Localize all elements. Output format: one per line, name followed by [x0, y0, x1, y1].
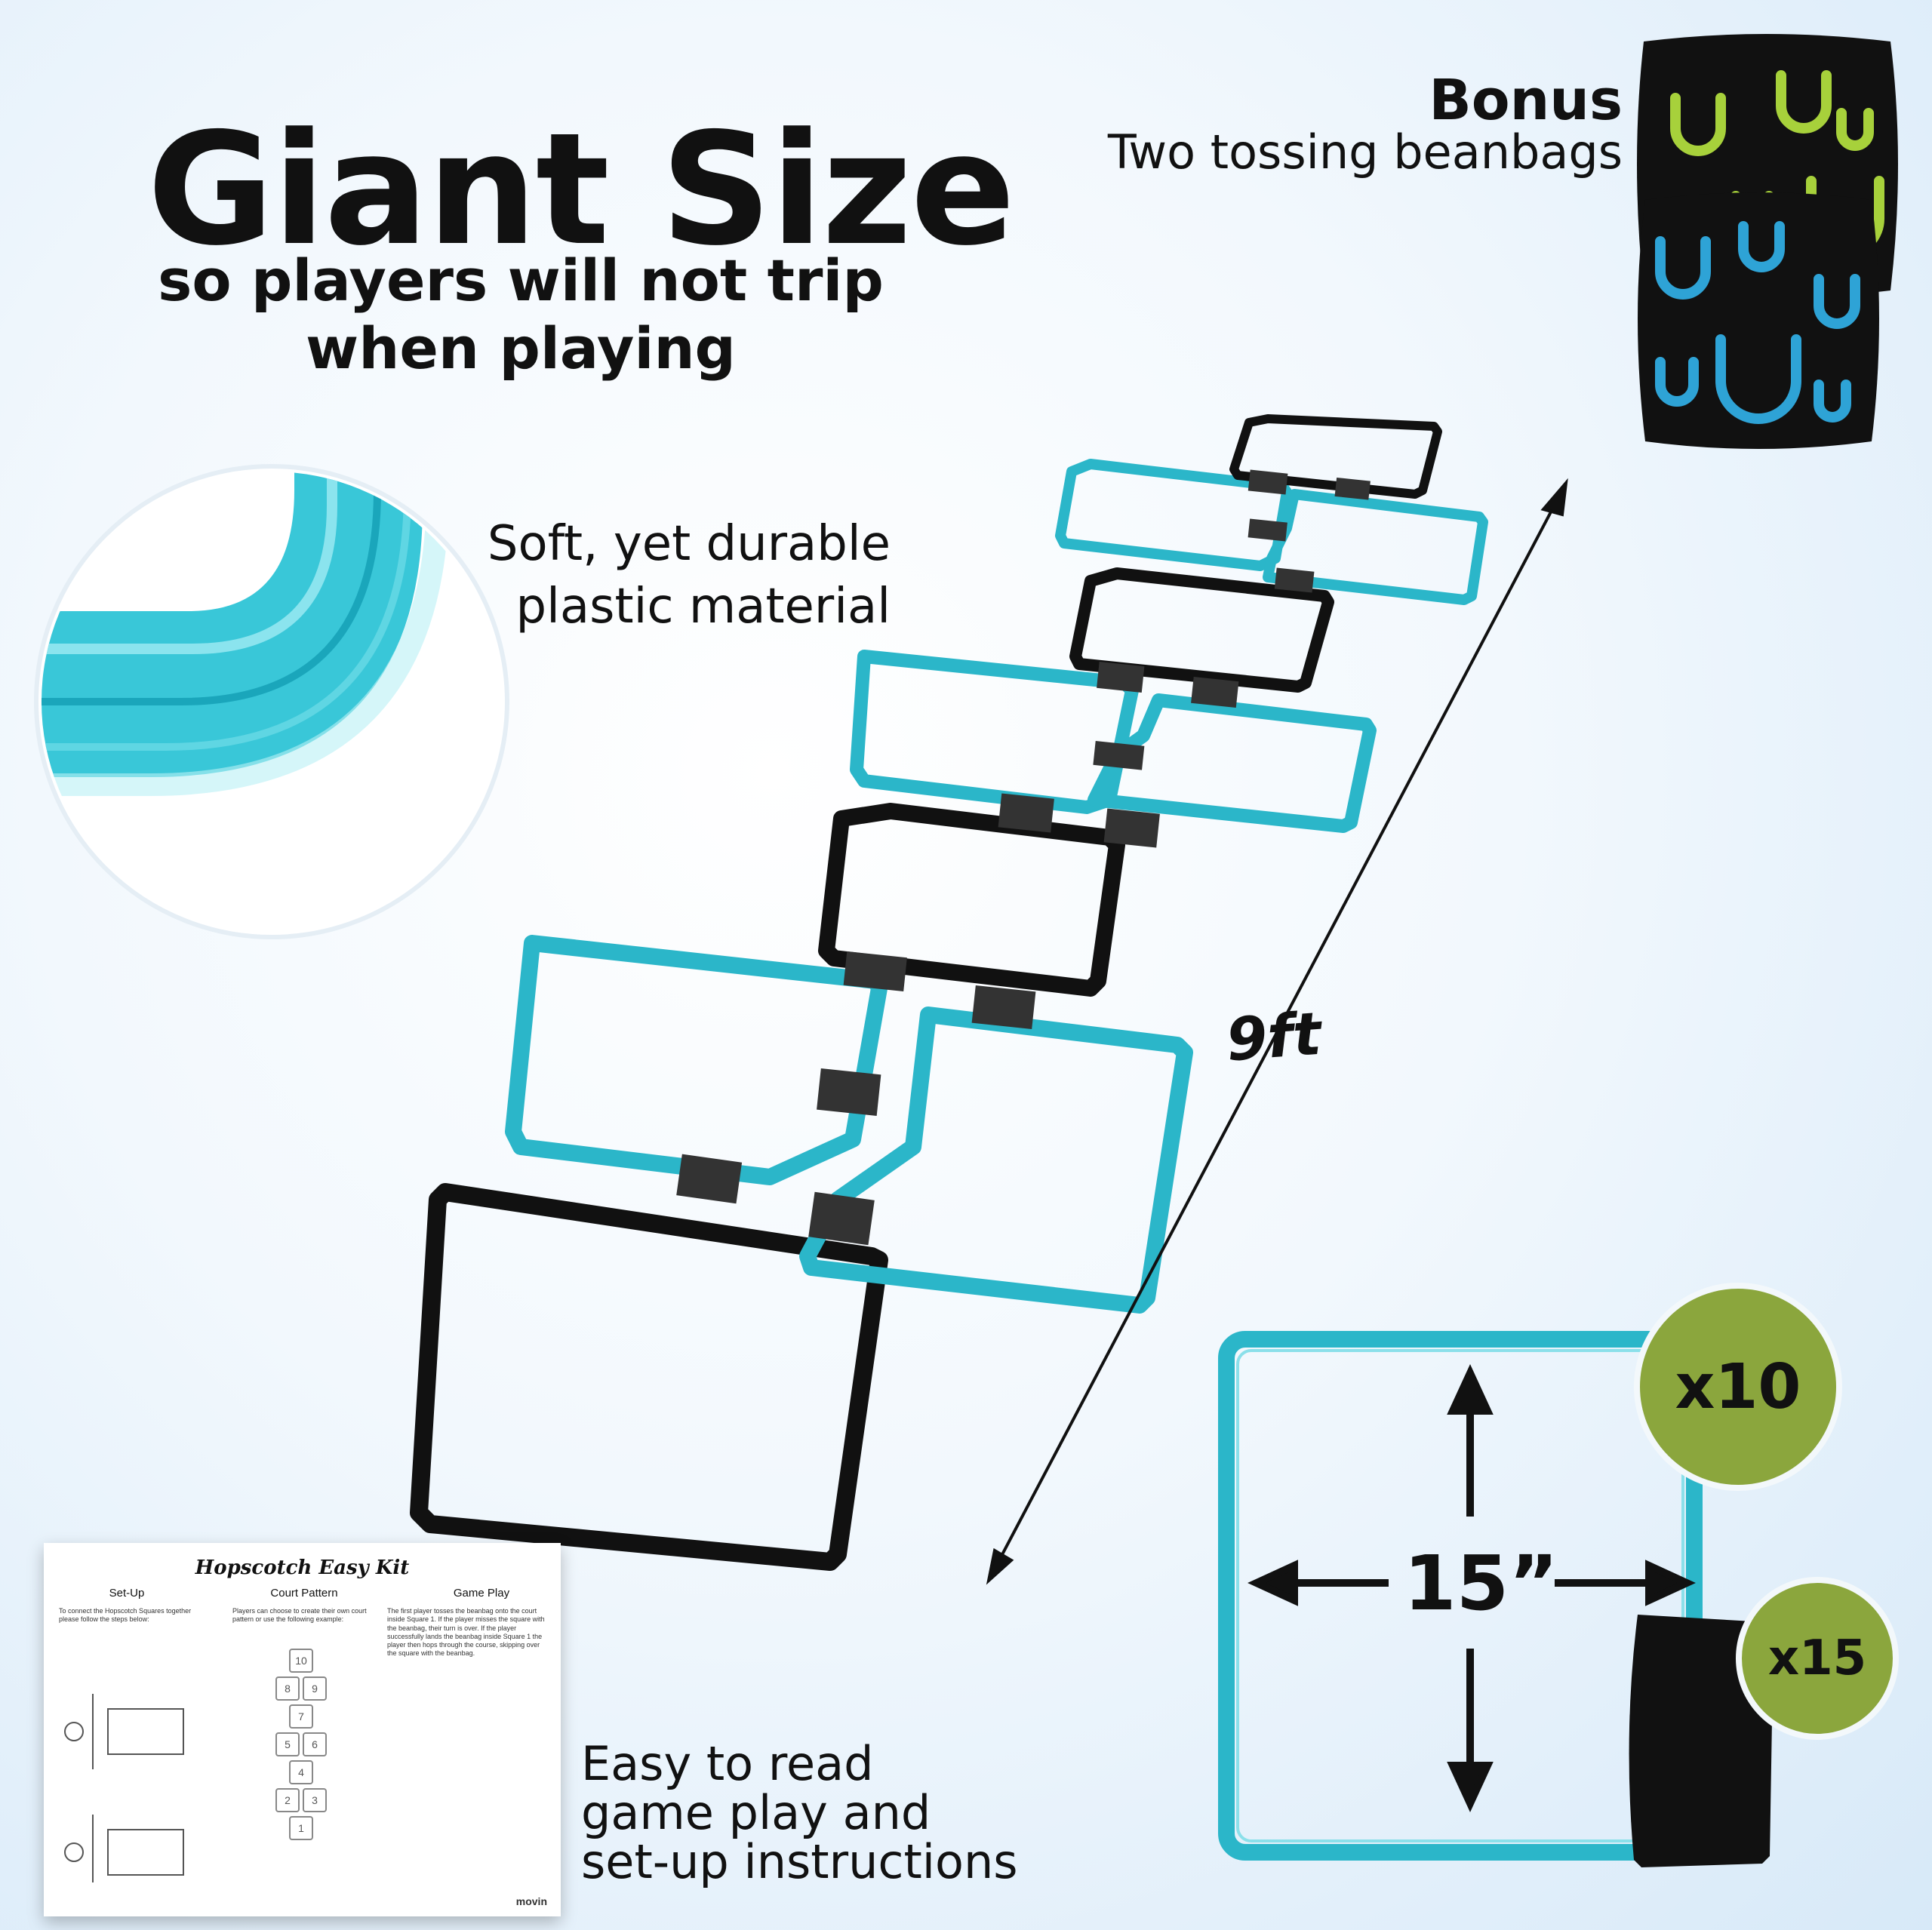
clips-count-badge: x15 — [1736, 1577, 1899, 1740]
connector-clip-icon — [971, 985, 1036, 1030]
bonus-description: Two tossing beanbags — [1107, 124, 1623, 180]
hopscotch-square-7 — [1069, 567, 1334, 693]
hopscotch-square-6 — [1088, 693, 1377, 833]
material-caption: Soft, yet durable plastic material — [483, 513, 891, 638]
length-arrow-icon — [986, 478, 1568, 1585]
sheet-title: Hopscotch Easy Kit — [195, 1557, 410, 1579]
sheet-setup-text: To connect the Hopscotch Squares togethe… — [59, 1607, 192, 1624]
sheet-gameplay-text: The first player tosses the beanbag onto… — [387, 1607, 545, 1658]
court-cell: 7 — [289, 1704, 313, 1729]
instruction-sheet: Hopscotch Easy Kit Set-Up Court Pattern … — [44, 1543, 561, 1916]
brand-logo: movin — [515, 1895, 547, 1907]
connector-clip-icon — [1334, 477, 1371, 500]
connector-clip-icon — [1191, 676, 1239, 708]
hopscotch-square-2 — [505, 935, 888, 1185]
court-cell: 2 — [275, 1788, 300, 1812]
material-line-1: Soft, yet durable — [487, 516, 891, 572]
connector-clip-icon — [1097, 661, 1145, 693]
hopscotch-square-1 — [410, 1183, 888, 1571]
connector-clip-icon — [817, 1068, 881, 1117]
connector-clip-icon — [808, 1191, 875, 1246]
instructions-caption: Easy to read game play and set-up instru… — [581, 1739, 1018, 1886]
instructions-line-1: Easy to read — [581, 1736, 874, 1791]
court-cell: 1 — [289, 1816, 313, 1840]
square-frame-icon — [1218, 1331, 1703, 1861]
length-label: 9ft — [1224, 1000, 1324, 1075]
beanbag-blue-icon — [1638, 192, 1879, 449]
connector-clip-icon — [1247, 469, 1288, 495]
sheet-column-gameplay: Game Play — [453, 1587, 510, 1600]
court-cell: 10 — [289, 1649, 313, 1673]
beanbags-icon — [1637, 34, 1898, 449]
court-cell: 5 — [275, 1732, 300, 1756]
hopscotch-square-3 — [799, 1006, 1193, 1314]
connector-clip-icon — [1274, 567, 1315, 593]
court-cell: 6 — [303, 1732, 327, 1756]
connector-clips — [676, 469, 1371, 1246]
hopscotch-square-10 — [1229, 414, 1442, 499]
square-size-label: 15” — [1404, 1539, 1558, 1627]
squares-count-badge: x10 — [1634, 1283, 1842, 1491]
dimension-arrows-icon — [1247, 1364, 1696, 1812]
instructions-line-2: game play and — [581, 1785, 931, 1841]
headline: Giant Size — [147, 100, 1015, 280]
subheadline-line-1: so players will not trip — [158, 247, 884, 314]
setup-diagram-icon — [64, 1694, 184, 1882]
court-cell: 4 — [289, 1760, 313, 1784]
sheet-column-pattern: Court Pattern — [270, 1587, 338, 1600]
court-cell: 9 — [303, 1676, 327, 1701]
connector-clip-icon — [843, 951, 907, 992]
material-line-2: plastic material — [515, 579, 891, 635]
court-cell: 3 — [303, 1788, 327, 1812]
hopscotch-square-5 — [850, 650, 1139, 814]
instructions-line-3: set-up instructions — [581, 1834, 1018, 1890]
material-closeup-icon — [34, 464, 509, 939]
connector-clip-icon — [998, 793, 1054, 833]
subheadline-line-2: when playing — [306, 315, 736, 382]
sheet-pattern-text: Players can choose to create their own c… — [232, 1607, 367, 1624]
sheet-column-setup: Set-Up — [109, 1587, 145, 1600]
connector-clip-icon — [1247, 518, 1287, 542]
connector-clip-icon — [676, 1154, 743, 1204]
connector-clip-icon — [1093, 740, 1145, 770]
court-cell: 8 — [275, 1676, 300, 1701]
connector-clip-icon — [1103, 808, 1160, 848]
bonus-title: Bonus — [1429, 68, 1623, 133]
